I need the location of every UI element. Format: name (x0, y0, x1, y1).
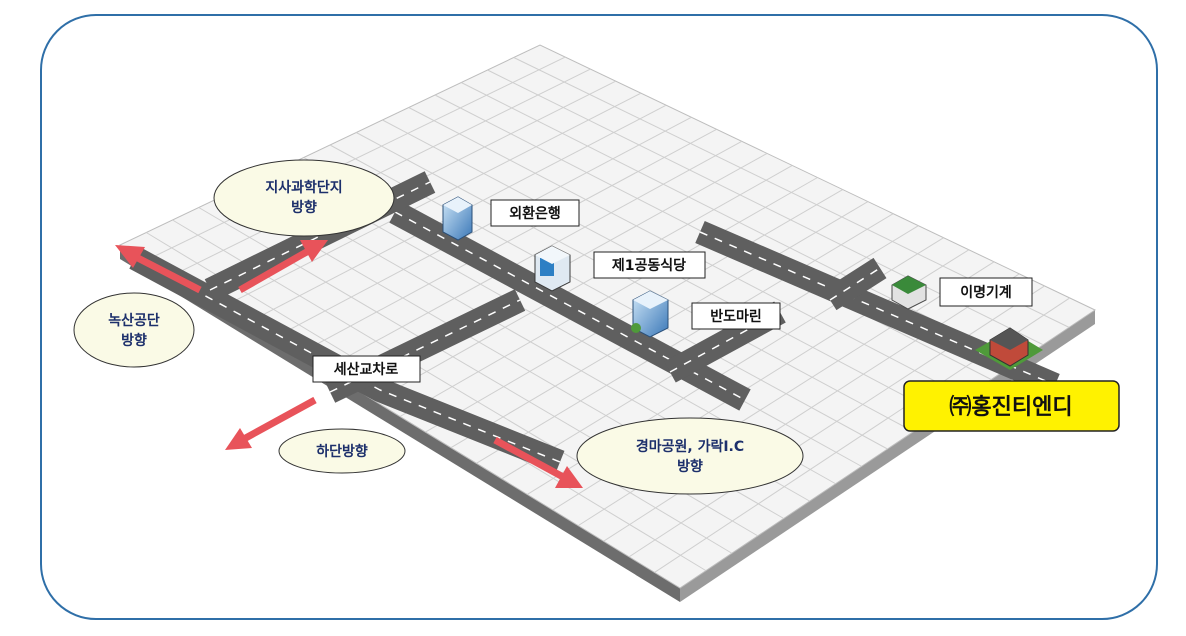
label-noksan-line1: 녹산공단 (108, 312, 160, 329)
label-vandomarine-text: 반도마린 (710, 308, 762, 325)
label-cafeteria-text: 제1공동식당 (612, 257, 686, 274)
grid-line (170, 68, 591, 277)
label-bank: 외환은행 (490, 199, 580, 227)
label-gyeongma-line1: 경마공원, 가락I.C (636, 438, 744, 455)
arrow-gyeongma (493, 436, 567, 482)
direction-arrows (115, 240, 583, 488)
label-imyeong: 이명기계 (939, 277, 1033, 307)
label-bank-text: 외환은행 (509, 205, 561, 222)
label-sesan-text: 세산교차로 (334, 361, 399, 378)
grid-line (476, 213, 894, 464)
label-jisa-line2: 방향 (291, 199, 317, 216)
arrow-noksan-head (115, 245, 145, 268)
label-imyeong-text: 이명기계 (960, 284, 1012, 301)
grid-line (272, 116, 692, 339)
label-sesan-intersection: 세산교차로 (312, 355, 421, 383)
grid-line (323, 140, 743, 371)
label-noksan-line2: 방향 (121, 332, 147, 349)
bank-building-icon (442, 196, 473, 241)
grid-line (399, 177, 818, 417)
road-sesan-lane (134, 257, 561, 463)
label-gyeongma: 경마공원, 가락I.C 방향 (576, 417, 804, 495)
grid-line (374, 165, 793, 402)
label-hadan-line1: 하단방향 (316, 443, 368, 460)
road-cross-vando-lane (669, 311, 781, 373)
road-middle-lane (394, 211, 746, 401)
label-noksan: 녹산공단 방향 (73, 292, 195, 368)
grid-line (145, 56, 566, 262)
label-gyeongma-line2: 방향 (677, 458, 703, 475)
grid-line (297, 128, 717, 355)
arrow-hadan (240, 396, 317, 444)
grid-line (603, 273, 1020, 542)
vandomarine-building-icon (631, 290, 669, 338)
grid-line (628, 285, 1045, 558)
arrow-gyeongma-head (555, 466, 583, 488)
label-vandomarine: 반도마린 (691, 302, 781, 330)
arrow-hadan-head (225, 428, 252, 450)
label-cafeteria: 제1공동식당 (593, 251, 706, 279)
company-name: ㈜홍진티엔디 (949, 395, 1072, 420)
road-cross-right-lane (829, 267, 881, 301)
arrow-jisa-head (300, 240, 328, 262)
label-jisa: 지사과학단지 방향 (213, 159, 395, 237)
label-hadan: 하단방향 (278, 428, 406, 474)
label-jisa-line1: 지사과학단지 (265, 179, 342, 196)
arrow-noksan (130, 251, 202, 294)
company-label: ㈜홍진티엔디 (903, 380, 1120, 432)
company-building-icon (975, 327, 1043, 370)
cafeteria-building-icon (534, 245, 571, 292)
imyeong-building-icon (891, 275, 927, 310)
grid-line (221, 92, 642, 308)
arrow-jisa (238, 246, 312, 294)
